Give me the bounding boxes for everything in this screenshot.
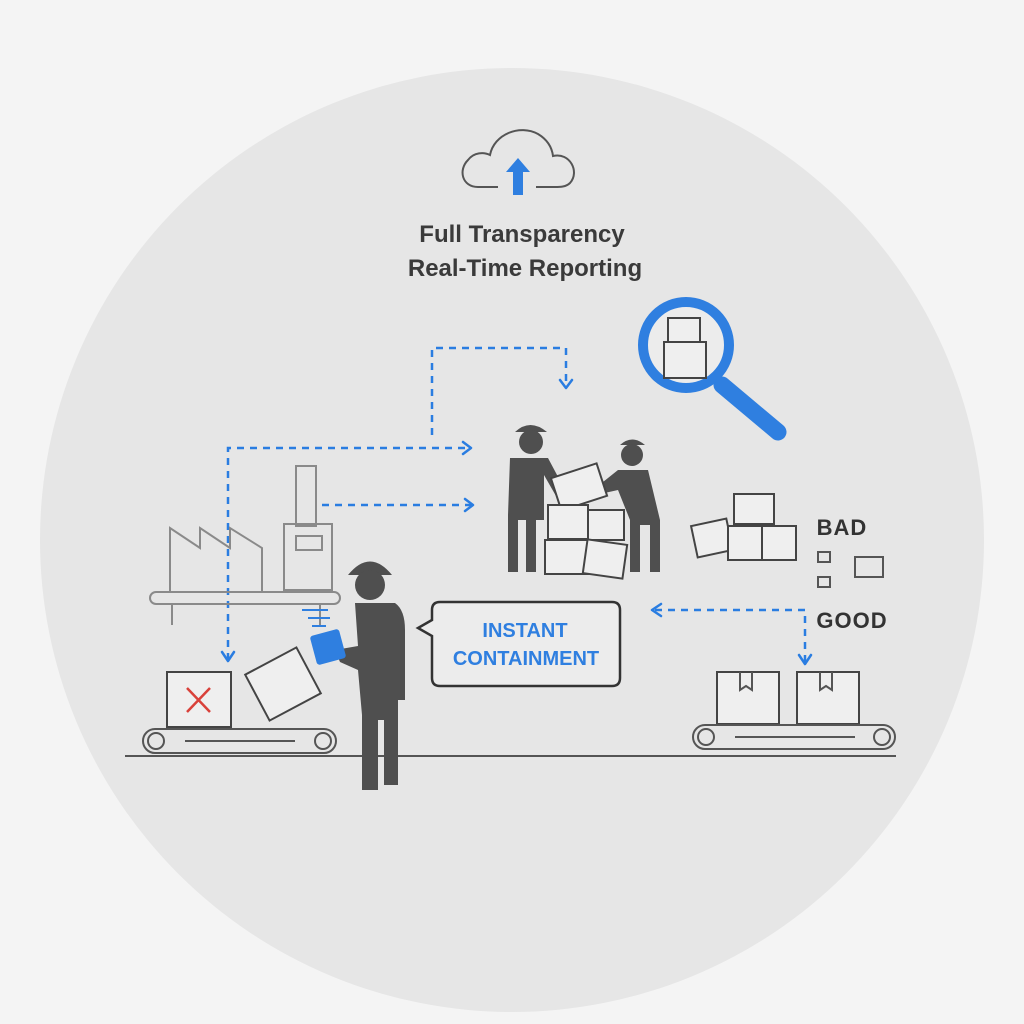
- good-box: [716, 671, 780, 725]
- callout-line2: CONTAINMENT: [453, 648, 599, 670]
- sort-indicators: [817, 551, 884, 588]
- bad-label: BAD: [817, 515, 868, 540]
- signal-icon: [302, 609, 330, 627]
- data-flow-arrows: [220, 346, 813, 666]
- tablet-icon: [310, 629, 346, 665]
- callout-line1: INSTANT: [482, 620, 567, 642]
- right-conveyor: [692, 671, 896, 750]
- cloud-upload-icon: [461, 129, 575, 195]
- title-line1: Full Transparency: [419, 221, 625, 248]
- inspection-team: [508, 425, 660, 580]
- reject-x-icon: [186, 687, 211, 713]
- good-label: GOOD: [816, 608, 887, 633]
- factory-machine: [149, 465, 341, 625]
- magnifier-icon: [638, 297, 787, 441]
- title-line2: Real-Time Reporting: [408, 255, 642, 282]
- rejected-box: [166, 671, 232, 728]
- instant-containment-callout: INSTANT CONTAINMENT: [415, 600, 622, 688]
- left-conveyor: [142, 646, 337, 754]
- good-box: [796, 671, 860, 725]
- tilted-box: [243, 646, 323, 722]
- damaged-boxes: [689, 493, 797, 561]
- operator-with-tablet: [302, 561, 405, 790]
